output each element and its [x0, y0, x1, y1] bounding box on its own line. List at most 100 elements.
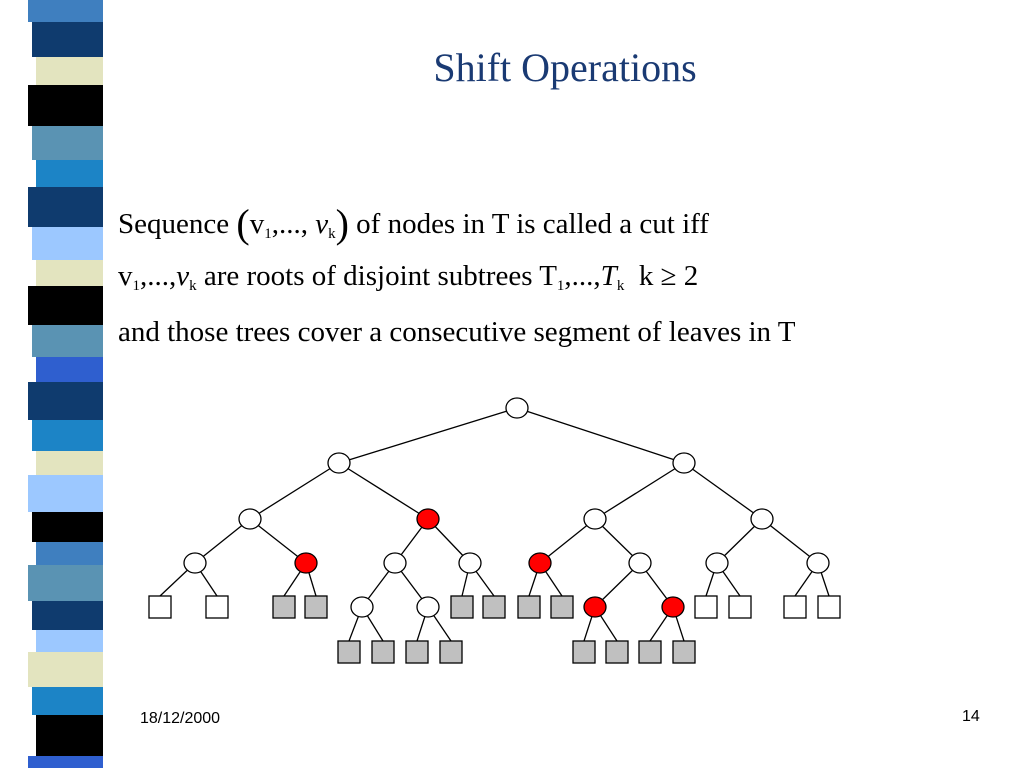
- definition-line-1: Sequence (v1,..., vk) of nodes in T is c…: [118, 200, 709, 247]
- cut-tree-node: [661, 596, 685, 618]
- tree-leaf: [728, 595, 752, 619]
- tree-edge: [683, 462, 763, 520]
- tree-leaf-gray: [572, 640, 596, 664]
- tree-edge: [516, 407, 685, 464]
- subscript-1: 1: [132, 278, 141, 294]
- stripe-band: [28, 756, 103, 768]
- tree-node: [416, 596, 440, 618]
- tree-leaf-gray: [337, 640, 361, 664]
- definition-line-2: v1,...,vk are roots of disjoint subtrees…: [118, 260, 698, 295]
- stripe-band: [32, 22, 103, 57]
- tree-edge: [539, 518, 596, 564]
- stripe-band: [28, 565, 103, 601]
- tree-node: [806, 552, 830, 574]
- stripe-band: [32, 227, 103, 260]
- stripe-band: [32, 420, 103, 451]
- open-paren: (: [236, 201, 250, 246]
- tree-leaf: [694, 595, 718, 619]
- t-italic-symbol: T: [600, 260, 617, 292]
- tree-edge: [194, 518, 251, 564]
- ellipsis-b: ,...,: [564, 260, 601, 292]
- stripe-band: [28, 0, 103, 22]
- stripe-band: [32, 126, 103, 160]
- tree-node: [458, 552, 482, 574]
- cut-tree-node: [416, 508, 440, 530]
- line1-rest: of nodes in T is called a cut iff: [356, 208, 709, 240]
- tree-node: [705, 552, 729, 574]
- tree-node: [183, 552, 207, 574]
- stripe-band: [36, 451, 103, 475]
- line2-middle: are roots of disjoint subtrees T: [203, 260, 557, 292]
- tree-leaf-gray: [605, 640, 629, 664]
- tree-leaf: [783, 595, 807, 619]
- tree-leaf-gray: [550, 595, 574, 619]
- ellipsis: ,...,: [140, 260, 177, 292]
- stripe-band: [36, 260, 103, 286]
- tree-node: [750, 508, 774, 530]
- tree-leaf: [205, 595, 229, 619]
- stripe-band: [32, 601, 103, 630]
- tree-leaf-gray: [304, 595, 328, 619]
- slide-date: 18/12/2000: [140, 710, 221, 727]
- tree-leaf-gray: [450, 595, 474, 619]
- stripe-band: [36, 57, 103, 85]
- stripe-band: [28, 286, 103, 325]
- tree-node: [672, 452, 696, 474]
- definition-line-3: and those trees cover a consecutive segm…: [118, 316, 796, 348]
- tree-edge: [338, 462, 429, 520]
- tree-node: [350, 596, 374, 618]
- stripe-band: [32, 687, 103, 715]
- cut-tree-node: [528, 552, 552, 574]
- tree-leaf-gray: [272, 595, 296, 619]
- stripe-band: [28, 85, 103, 126]
- tree-node: [327, 452, 351, 474]
- tree-leaf-gray: [439, 640, 463, 664]
- subscript-1b: 1: [556, 278, 565, 294]
- tree-leaf-gray: [405, 640, 429, 664]
- tree-leaf-gray: [638, 640, 662, 664]
- slide-title: Shift Operations: [433, 45, 697, 90]
- tree-edge: [249, 518, 307, 564]
- stripe-band: [28, 382, 103, 420]
- v-symbol: v: [118, 260, 133, 292]
- page-number: 14: [962, 708, 980, 725]
- stripe-band: [28, 187, 103, 227]
- tree-leaf-gray: [371, 640, 395, 664]
- subscript-1: 1: [264, 226, 272, 242]
- subscript-k: k: [189, 278, 197, 294]
- stripe-band: [28, 652, 103, 687]
- stripe-band: [32, 512, 103, 542]
- tree-edge: [761, 518, 819, 564]
- ellipsis: ,...,: [271, 208, 308, 240]
- tree-edges: [159, 407, 830, 642]
- sequence-word: Sequence: [118, 208, 230, 240]
- stripe-band: [28, 475, 103, 512]
- close-paren: ): [335, 201, 349, 246]
- cut-tree-node: [294, 552, 318, 574]
- tree-node: [583, 508, 607, 530]
- subscript-kb: k: [616, 278, 625, 294]
- tree-leaf-gray: [517, 595, 541, 619]
- tree-edge: [338, 407, 518, 464]
- tree-edge: [249, 462, 340, 520]
- tree-node: [238, 508, 262, 530]
- k-condition: k ≥ 2: [638, 260, 699, 292]
- stripe-band: [36, 715, 103, 756]
- v-italic-symbol: v: [176, 260, 190, 292]
- v-symbol: v: [249, 208, 265, 240]
- stripe-band: [36, 630, 103, 652]
- cut-tree-node: [583, 596, 607, 618]
- stripe-band: [36, 542, 103, 565]
- stripe-band: [32, 325, 103, 357]
- tree-leaf: [148, 595, 172, 619]
- tree-node: [383, 552, 407, 574]
- v-italic-symbol: v: [315, 208, 329, 240]
- tree-node: [505, 397, 529, 419]
- stripe-band: [36, 357, 103, 382]
- subscript-k: k: [328, 226, 336, 242]
- decorative-stripe: [0, 0, 120, 768]
- stripe-band: [36, 160, 103, 187]
- tree-node: [628, 552, 652, 574]
- tree-edge: [594, 462, 685, 520]
